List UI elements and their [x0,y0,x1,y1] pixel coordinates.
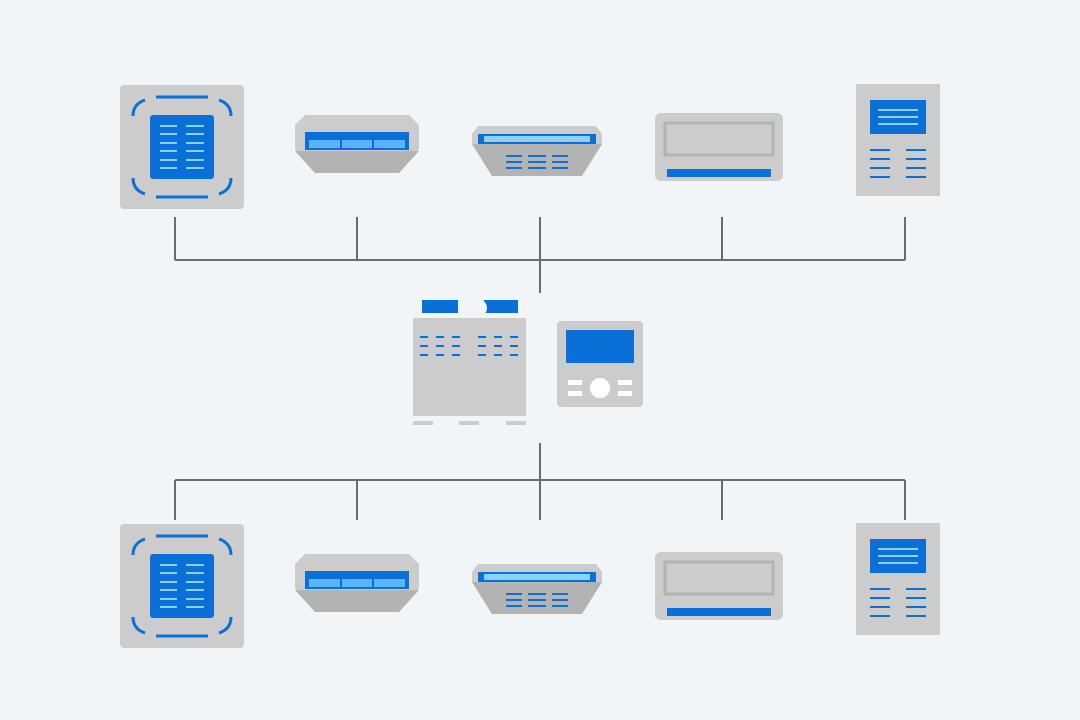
lower-indoor-units [118,522,941,650]
connection-lines [174,217,906,520]
floor-standing-icon [855,522,941,636]
central-controller-icon [557,321,643,407]
wall-mounted-icon [653,550,785,622]
ceiling-concealed-duct-icon [294,553,420,613]
floor-standing-icon [855,83,941,197]
outdoor-condenser-unit-icon [413,299,526,425]
ceiling-concealed-duct-icon [294,114,420,174]
wall-mounted-icon [653,111,785,183]
ceiling-suspended-icon [471,125,603,177]
upper-indoor-units [118,83,941,211]
ceiling-cassette-4way-icon [118,522,246,650]
ceiling-cassette-4way-icon [118,83,246,211]
ceiling-suspended-icon [471,563,603,615]
